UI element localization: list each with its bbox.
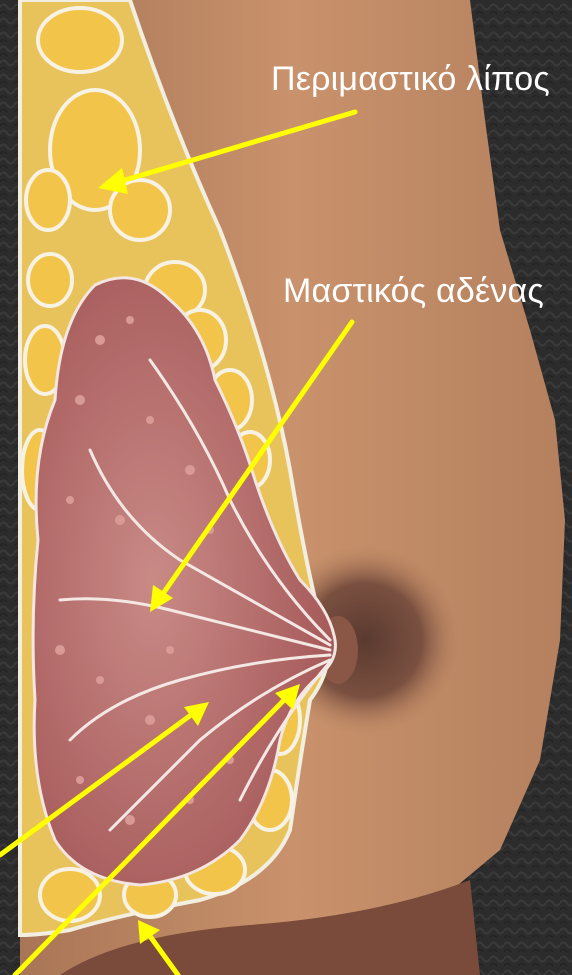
label-mammary-gland: Μαστικός αδένας: [283, 272, 544, 311]
label-perimammary-fat: Περιμαστικό λίπος: [271, 60, 550, 99]
